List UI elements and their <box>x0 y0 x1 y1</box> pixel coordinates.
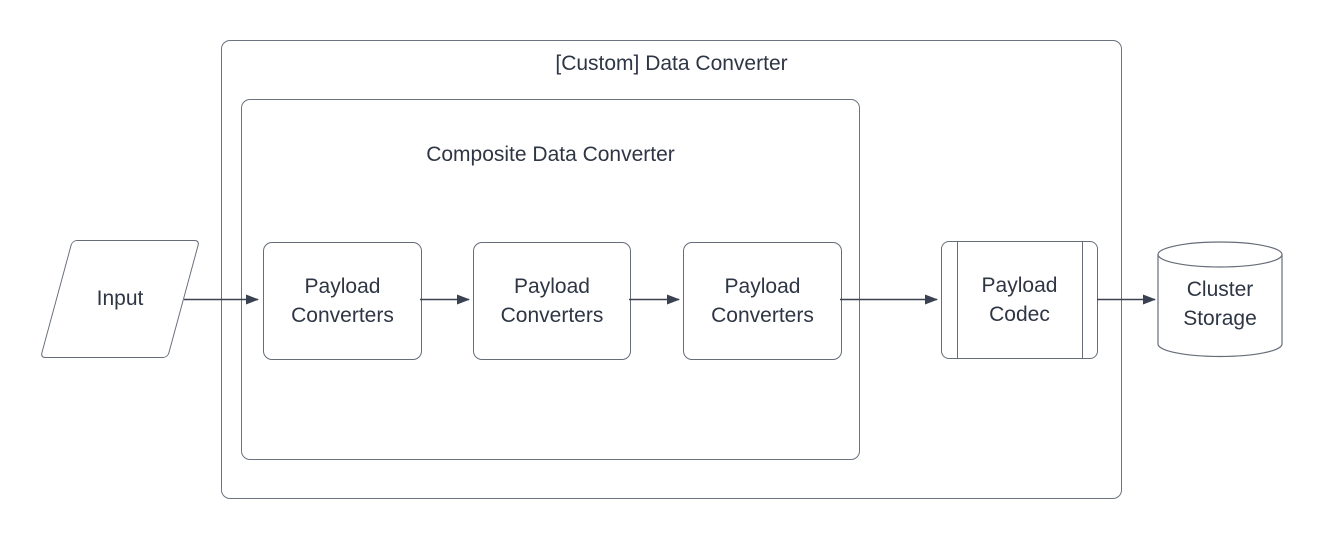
codec-left-bar <box>957 242 958 358</box>
composite-data-converter-title: Composite Data Converter <box>426 143 675 166</box>
payload-converters-node-2: Payload Converters <box>473 242 631 360</box>
payload-converters-node-3: Payload Converters <box>683 242 842 360</box>
input-node-label: Input <box>96 287 144 310</box>
payload-codec-label: Payload Codec <box>981 274 1058 326</box>
payload-codec-node: Payload Codec <box>941 241 1098 359</box>
codec-right-bar <box>1082 242 1083 358</box>
cluster-storage-label: Cluster Storage <box>1183 278 1257 330</box>
custom-data-converter-title: [Custom] Data Converter <box>555 52 788 75</box>
composite-data-converter-container: Composite Data Converter Payload Convert… <box>241 99 860 460</box>
payload-converters-node-1: Payload Converters <box>263 242 422 360</box>
cluster-storage-cylinder-shape <box>1157 241 1283 358</box>
custom-data-converter-container: [Custom] Data Converter Composite Data C… <box>221 40 1122 499</box>
